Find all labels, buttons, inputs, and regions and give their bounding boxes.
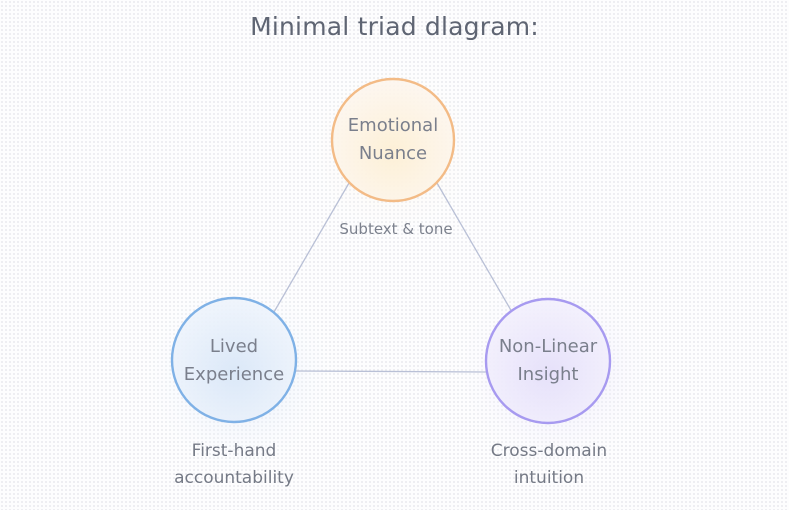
caption-line: intuition xyxy=(513,468,585,488)
node-label-line: Experience xyxy=(183,364,285,385)
caption-line: accountability xyxy=(174,468,294,488)
edge-lived-nonlinear xyxy=(295,370,487,373)
caption-line: First-hand xyxy=(191,441,277,461)
caption-lived-experience: First-hand accountability xyxy=(134,438,334,492)
node-label-line: Non-Linear xyxy=(498,336,598,357)
node-non-linear-insight xyxy=(484,297,612,425)
node-label-line: Nuance xyxy=(358,143,428,164)
node-label-non-linear-insight: Non-Linear Insight xyxy=(483,333,613,389)
node-label-emotional-nuance: Emotional Nuance xyxy=(328,112,458,168)
edge-caption-subtext-tone: Subtext & tone xyxy=(339,220,453,238)
node-lived-experience xyxy=(170,296,298,424)
node-emotional-nuance xyxy=(330,77,456,203)
caption-line: Cross-domain xyxy=(490,441,608,461)
node-label-lived-experience: Lived Experience xyxy=(169,333,299,389)
edge-emotional-nonlinear xyxy=(436,182,513,313)
edge-emotional-lived xyxy=(273,182,350,313)
node-label-line: Emotional xyxy=(347,115,439,136)
node-label-line: Insight xyxy=(517,364,579,385)
diagram-title: Minimal triad dlagram: xyxy=(250,12,539,41)
node-label-line: Lived xyxy=(209,336,259,357)
caption-non-linear-insight: Cross-domain intuition xyxy=(449,438,649,492)
